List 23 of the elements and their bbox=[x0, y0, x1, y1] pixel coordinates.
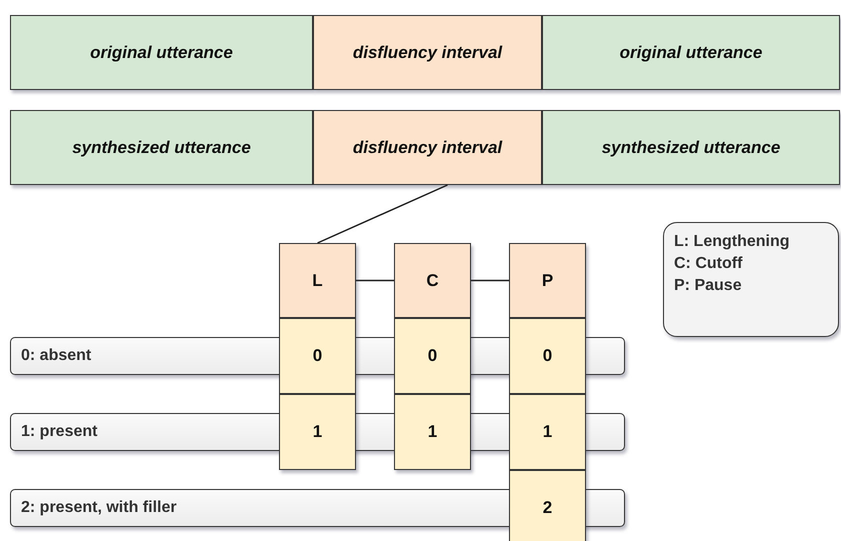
key-entry: C: Cutoff bbox=[674, 254, 742, 274]
value-cell: 0 bbox=[394, 318, 471, 394]
value-cell: 1 bbox=[394, 394, 471, 470]
value-cell: 1 bbox=[279, 394, 356, 470]
connector-line bbox=[317, 184, 448, 244]
category-box: L bbox=[279, 243, 356, 318]
value-cell: 0 bbox=[509, 318, 586, 394]
value-cell: 0 bbox=[279, 318, 356, 394]
segment-box: synthesized utterance bbox=[542, 110, 840, 185]
segment-box: disfluency interval bbox=[313, 15, 542, 90]
connector-line bbox=[471, 280, 509, 282]
category-box: P bbox=[509, 243, 586, 318]
value-cell: 2 bbox=[509, 470, 586, 541]
key-box bbox=[663, 222, 839, 337]
category-box: C bbox=[394, 243, 471, 318]
key-entry: L: Lengthening bbox=[674, 232, 790, 252]
segment-box: original utterance bbox=[10, 15, 313, 90]
segment-box: synthesized utterance bbox=[10, 110, 313, 185]
key-entry: P: Pause bbox=[674, 276, 742, 296]
segment-box: original utterance bbox=[542, 15, 840, 90]
connector-line bbox=[356, 280, 394, 282]
segment-box: disfluency interval bbox=[313, 110, 542, 185]
value-cell: 1 bbox=[509, 394, 586, 470]
